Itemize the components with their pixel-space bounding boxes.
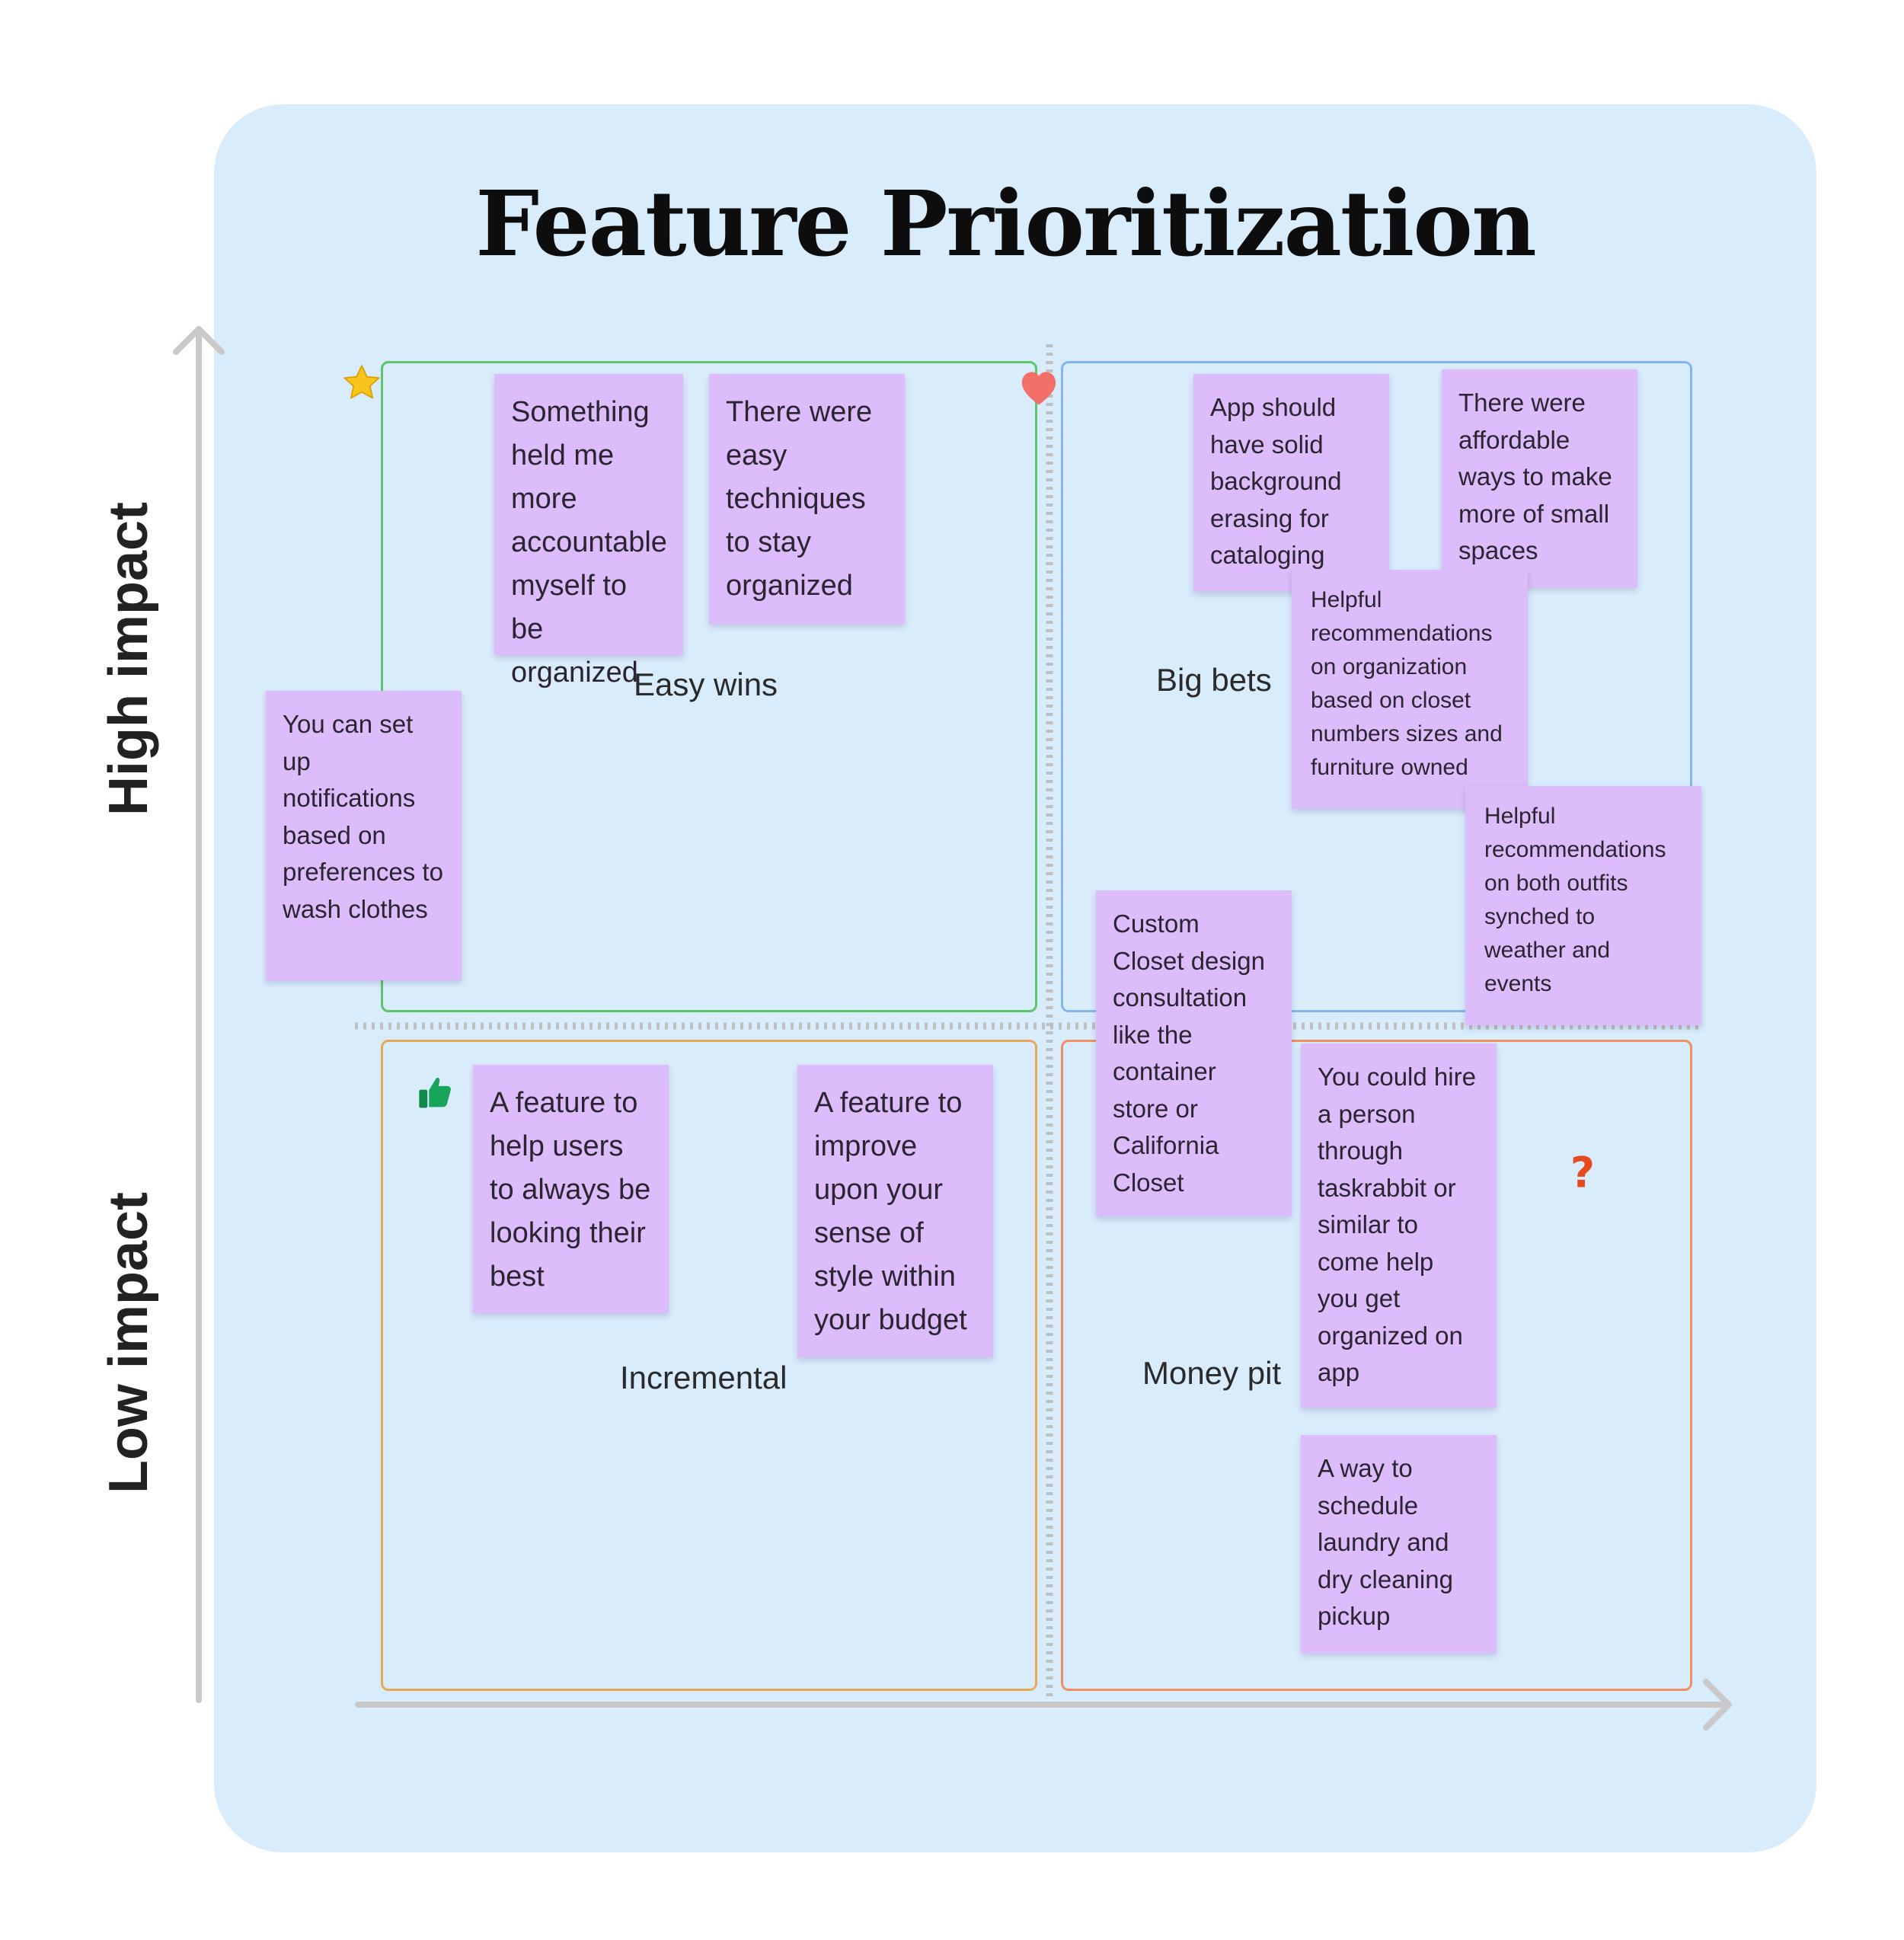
sticky-note-text: A feature to improve upon your sense of … <box>814 1087 967 1336</box>
page-title: Feature Prioritization <box>475 171 1537 276</box>
star-icon <box>343 365 380 399</box>
y-axis-high-label: High impact <box>98 501 159 817</box>
sticky-note[interactable]: You can set up notifications based on pr… <box>266 691 462 980</box>
quadrant-money-pit <box>1061 1040 1692 1691</box>
sticky-note[interactable]: You could hire a person through taskrabb… <box>1301 1044 1497 1408</box>
sticky-note-text: A way to schedule laundry and dry cleani… <box>1318 1454 1453 1630</box>
sticky-note[interactable]: App should have solid background erasing… <box>1193 374 1389 592</box>
sticky-note-text: Custom Closet design consultation like t… <box>1113 909 1265 1197</box>
quadrant-label-money-pit: Money pit <box>1142 1355 1282 1391</box>
sticky-note-text: There were affordable ways to make more … <box>1458 388 1612 564</box>
y-axis-low-label: Low impact <box>98 1191 159 1494</box>
svg-text:?: ? <box>1570 1150 1595 1196</box>
sticky-note[interactable]: Something held me more accountable mysel… <box>494 374 683 689</box>
sticky-note-text: Helpful recommendations on both outfits … <box>1484 804 1666 996</box>
sticky-note-text: There were easy techniques to stay organ… <box>726 396 873 602</box>
sticky-note[interactable]: Helpful recommendations on both outfits … <box>1465 786 1701 1025</box>
sticky-note[interactable]: A feature to help users to always be loo… <box>473 1065 669 1313</box>
sticky-note[interactable]: A way to schedule laundry and dry cleani… <box>1301 1435 1497 1653</box>
quadrant-incremental <box>381 1040 1037 1691</box>
sticky-note-text: A feature to help users to always be loo… <box>490 1087 651 1293</box>
thumbs-up-icon <box>419 1077 451 1108</box>
x-axis-arrowhead <box>1703 1679 1732 1731</box>
quadrant-label-easy-wins: Easy wins <box>634 666 778 702</box>
sticky-note[interactable]: There were easy techniques to stay organ… <box>709 374 905 624</box>
y-axis-arrowhead <box>173 326 225 355</box>
sticky-note[interactable]: There were affordable ways to make more … <box>1442 369 1637 587</box>
sticky-note[interactable]: A feature to improve upon your sense of … <box>797 1065 993 1357</box>
sticky-note-text: You could hire a person through taskrabb… <box>1318 1063 1476 1386</box>
heart-icon <box>1021 372 1056 405</box>
quadrant-label-big-bets: Big bets <box>1156 662 1272 698</box>
quadrant-easy-wins <box>381 361 1037 1012</box>
quadrant-big-bets <box>1061 361 1692 1012</box>
sticky-note-text: App should have solid background erasing… <box>1210 393 1342 569</box>
sticky-note-text: Something held me more accountable mysel… <box>511 396 667 689</box>
quadrant-label-incremental: Incremental <box>620 1360 787 1395</box>
sticky-note[interactable]: Helpful recommendations on organization … <box>1292 570 1528 809</box>
sticky-note-text: You can set up notifications based on pr… <box>283 710 443 923</box>
sticky-note-text: Helpful recommendations on organization … <box>1311 587 1503 780</box>
sticky-note[interactable]: Custom Closet design consultation like t… <box>1096 890 1292 1216</box>
question-mark-icon: ? <box>1570 1150 1595 1196</box>
